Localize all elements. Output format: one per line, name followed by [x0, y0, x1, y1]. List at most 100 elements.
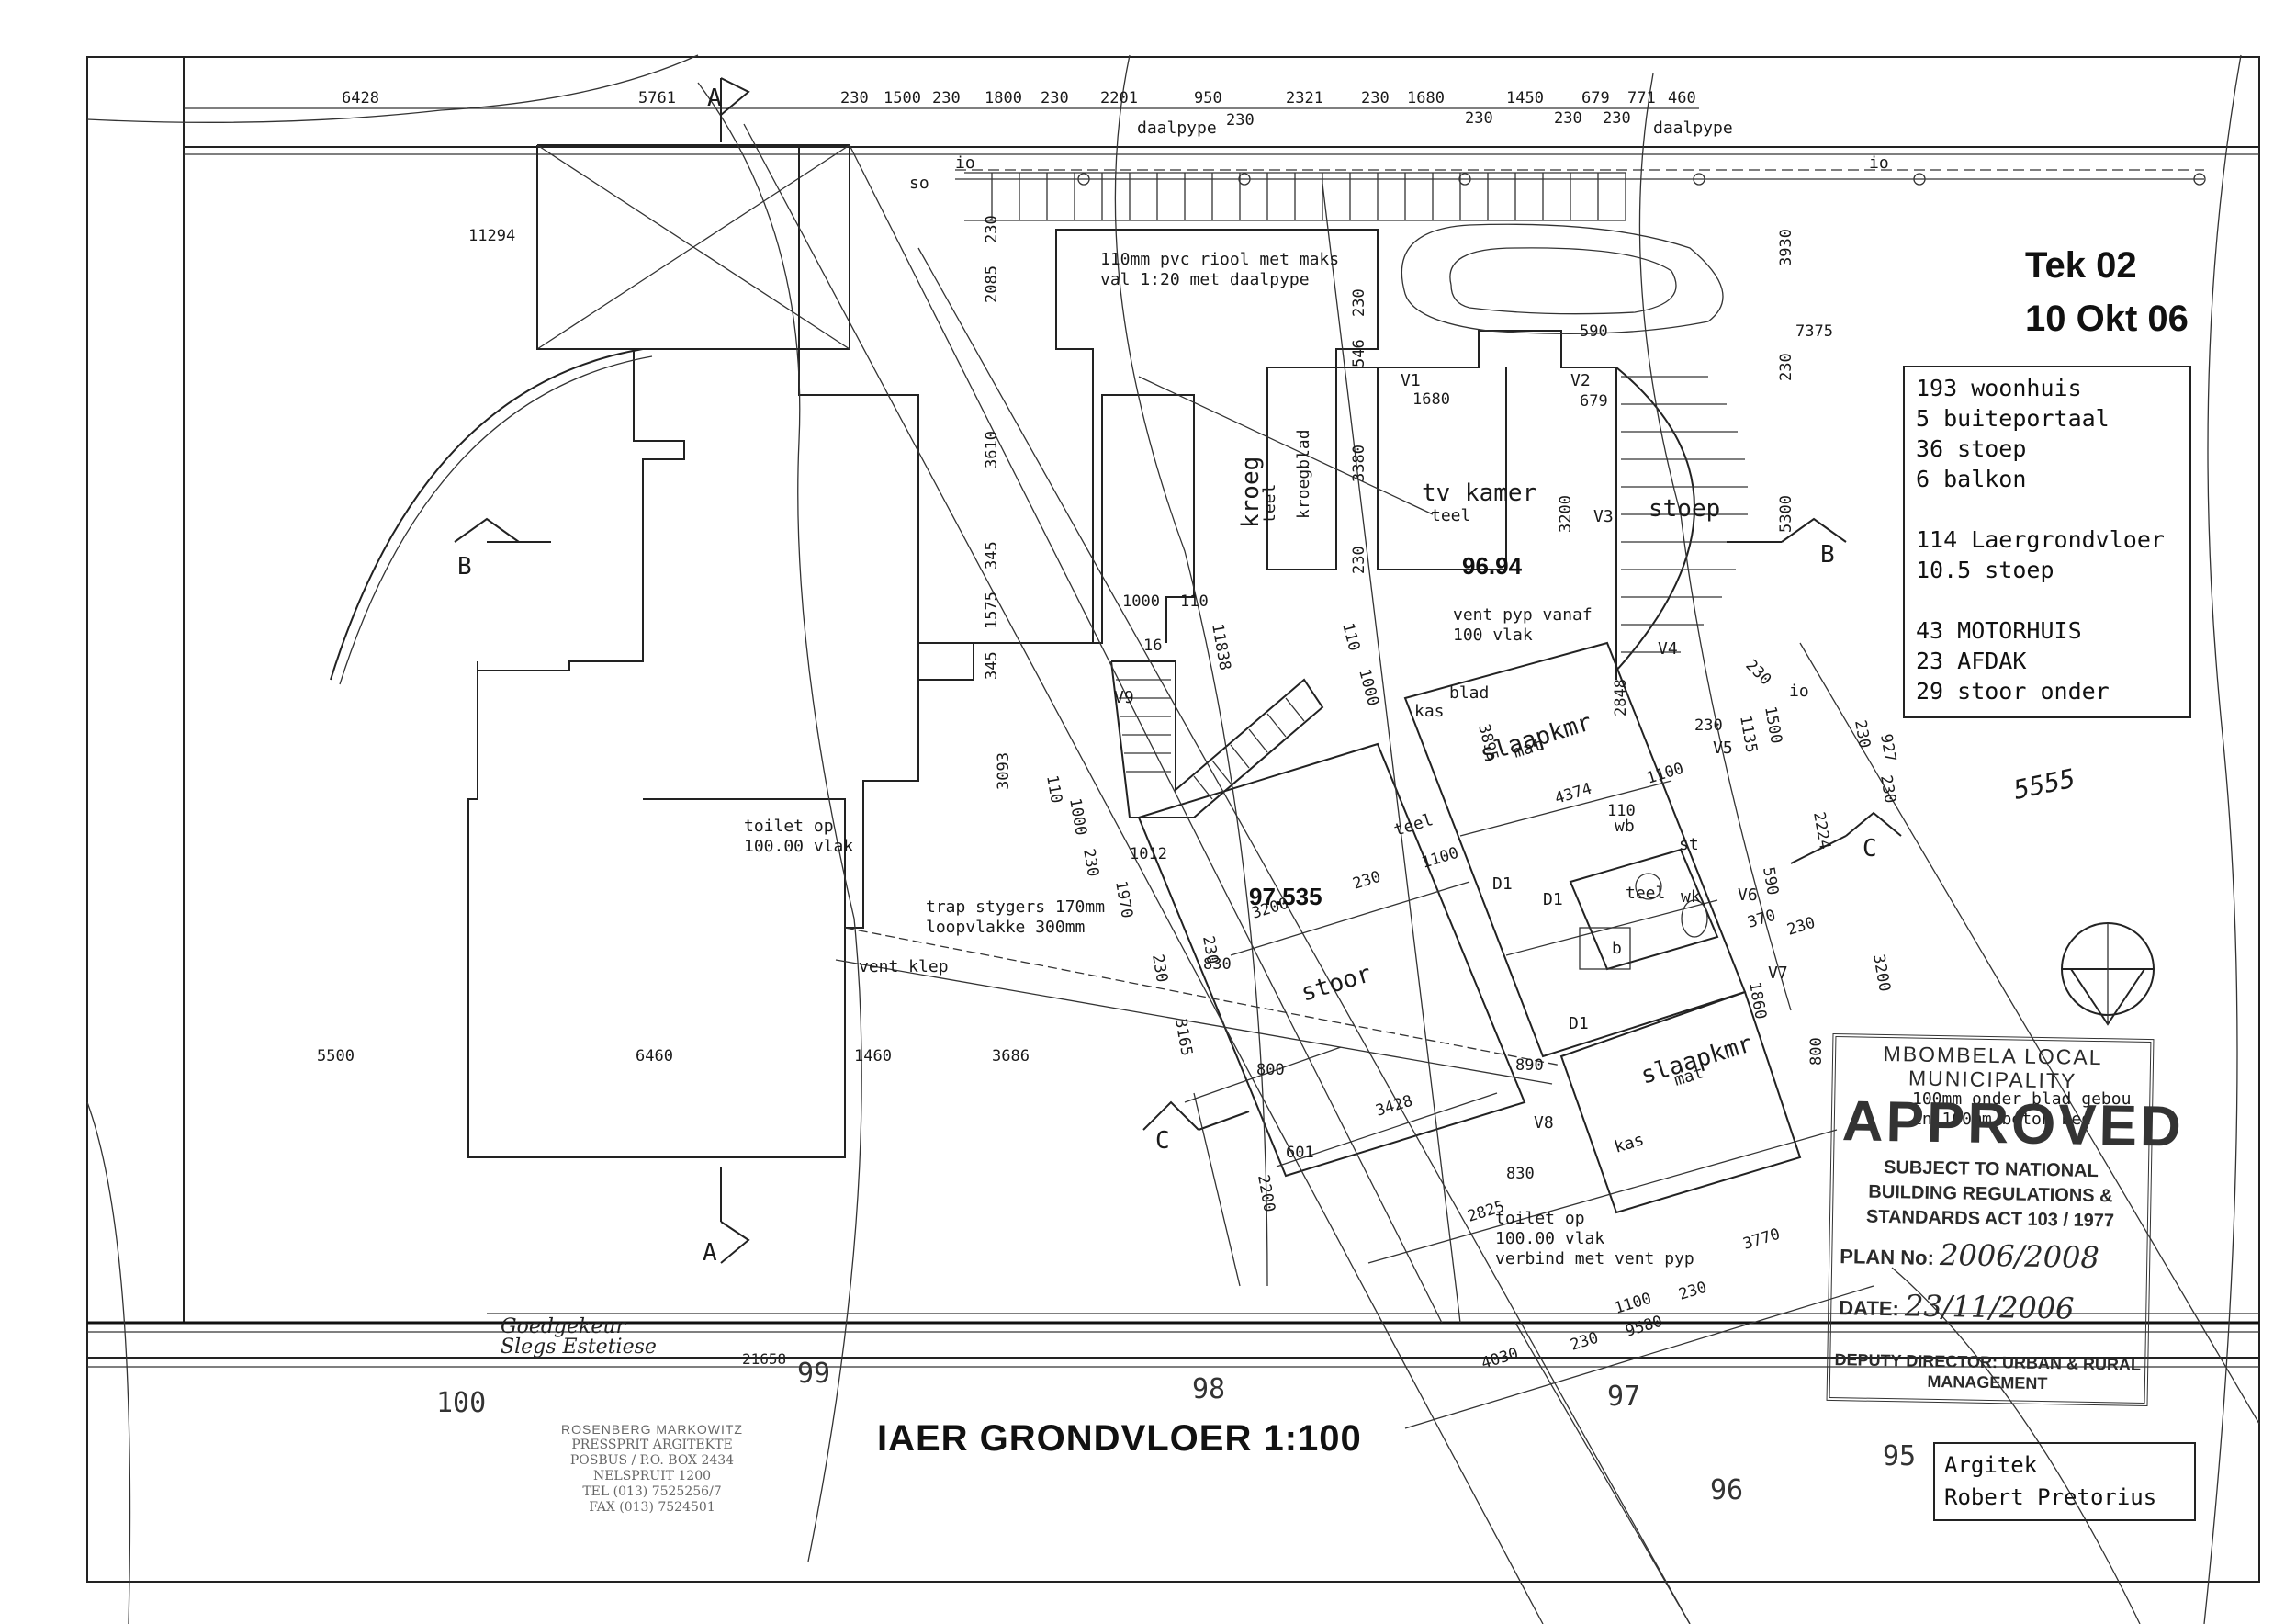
- dim: 9580: [1624, 1313, 1665, 1341]
- stamp-status: APPROVED: [1841, 1089, 2185, 1159]
- top-dimensions: 6428 5761 230 1500 230 1800 230 2201 950…: [342, 89, 1696, 130]
- room-kroeg: kroeg: [1237, 457, 1265, 528]
- dim: 110: [1607, 802, 1636, 820]
- dim-top: 230: [840, 89, 869, 107]
- dim-top: 950: [1194, 89, 1222, 107]
- drawing-title: IAER GRONDVLOER 1:100: [877, 1418, 1362, 1459]
- architect-name: Robert Pretorius: [1944, 1484, 2157, 1510]
- area-line: 29 stoor onder: [1916, 678, 2110, 705]
- dim-top: 230: [1361, 89, 1390, 107]
- valve-label: V6: [1738, 885, 1758, 905]
- reference-number: 21658: [742, 1350, 787, 1368]
- dim: 230: [1148, 953, 1171, 984]
- valve-label: V8: [1534, 1113, 1554, 1133]
- stoep-hatch: [1621, 376, 1748, 653]
- dim: 1970: [1111, 879, 1136, 919]
- dim: 345: [983, 541, 1001, 570]
- dim-top: 230: [1603, 109, 1631, 128]
- dim-top: 1800: [985, 89, 1022, 107]
- drain-points: [1077, 173, 2206, 186]
- door-label: D1: [1543, 890, 1563, 909]
- dim: 3380: [1350, 445, 1368, 482]
- curved-wall: [330, 348, 644, 681]
- section-a-bottom: A: [703, 1239, 717, 1267]
- dim: 2848: [1612, 679, 1630, 716]
- dim: 1012: [1130, 845, 1167, 863]
- stair-treads-top: [964, 172, 1626, 221]
- trap-note: trap stygers 170mm: [926, 897, 1105, 917]
- dim-top: 230: [1041, 89, 1069, 107]
- contour-label: 99: [797, 1358, 830, 1390]
- dim: 1000: [1355, 667, 1382, 708]
- vent-klep-note: vent klep: [859, 957, 949, 976]
- dim: 11294: [468, 227, 515, 245]
- dim: 110: [1180, 592, 1209, 611]
- floor-level-2: 97.535: [1249, 883, 1322, 910]
- area-line: 193 woonhuis: [1916, 375, 2082, 401]
- architect-signature-block: Goedgekeur Slegs Estetiese ROSENBERG MAR…: [501, 1317, 804, 1516]
- dim: 1000: [1065, 796, 1090, 837]
- valve-label: V3: [1593, 507, 1614, 526]
- dim: 1860: [1745, 980, 1770, 1021]
- approval-handwriting: Goedgekeur: [501, 1315, 626, 1338]
- toilet-note-2: toilet op: [1495, 1209, 1585, 1228]
- kroegblad-label: kroegblad: [1294, 429, 1313, 519]
- section-letters: A A B B C C: [457, 85, 1877, 1267]
- area-line: 23 AFDAK: [1916, 648, 2027, 674]
- scribble-note: 5555: [2011, 763, 2078, 806]
- dim: 5500: [317, 1047, 355, 1066]
- dim-top: 2321: [1286, 89, 1323, 107]
- valve-label: V9: [1114, 688, 1134, 707]
- stamp-subject: SUBJECT TO NATIONAL BUILDING REGULATIONS…: [1865, 1156, 2115, 1232]
- dim: 3200: [1869, 953, 1894, 993]
- dim: 800: [1256, 1061, 1285, 1079]
- door-label: D1: [1569, 1014, 1589, 1033]
- b-label: b: [1612, 939, 1622, 958]
- house-outline: [467, 348, 974, 1158]
- dim: 11838: [1208, 622, 1234, 671]
- blad-note: in 100mm beton bed: [1912, 1110, 2091, 1129]
- dim: 230: [1677, 1279, 1709, 1304]
- area-line: 36 stoep: [1916, 435, 2027, 462]
- dim: 7375: [1795, 322, 1833, 341]
- daalpype-note: daalpype: [1653, 118, 1733, 138]
- approval-stamp: MBOMBELA LOCAL MUNICIPALITY APPROVED SUB…: [1826, 1032, 2185, 1407]
- so-label: so: [909, 174, 929, 193]
- area-line: 6 balkon: [1916, 466, 2027, 492]
- section-b-right: B: [1820, 541, 1835, 569]
- dim: 230: [1694, 716, 1723, 735]
- firm-line: POSBUS / P.O. BOX 2434: [569, 1453, 735, 1468]
- blad-label: blad: [1449, 683, 1489, 703]
- dim: 3093: [995, 752, 1013, 790]
- sheet-border: [86, 56, 2260, 1583]
- dim: 230: [1569, 1329, 1601, 1355]
- firm-line: ROSENBERG MARKOWITZ: [561, 1422, 743, 1437]
- north-arrow: [2061, 922, 2155, 1026]
- dim: 1100: [1645, 760, 1686, 788]
- diagonal-contours: [743, 123, 2260, 1624]
- dim: 230: [1741, 656, 1774, 689]
- door-label: D1: [1492, 874, 1513, 894]
- contour-label: 100: [436, 1387, 486, 1419]
- dim: 230: [1350, 288, 1368, 317]
- kas-label: kas: [1414, 702, 1445, 721]
- io-label: io: [955, 153, 975, 173]
- section-c-right: C: [1863, 835, 1877, 863]
- architect-label: Argitek: [1944, 1452, 2038, 1478]
- dim: 1000: [1122, 592, 1160, 611]
- dim: 830: [1203, 955, 1232, 974]
- dim: 1680: [1412, 390, 1450, 409]
- stamp-plan-label: PLAN No:: [1840, 1245, 1935, 1269]
- dim: 3686: [992, 1047, 1030, 1066]
- firm-line: TEL (013) 7525256/7: [582, 1484, 722, 1499]
- dim: 3165: [1171, 1017, 1196, 1057]
- valve-label: V5: [1713, 739, 1733, 758]
- dim: 1460: [854, 1047, 892, 1066]
- tek-number: Tek 02: [2025, 245, 2137, 286]
- area-line: 5 buiteportaal: [1916, 405, 2110, 432]
- dim: 230: [1350, 546, 1368, 574]
- stamp-authority: MBOMBELA LOCAL MUNICIPALITY: [1883, 1041, 2103, 1093]
- st-label: st: [1679, 835, 1699, 854]
- tek-block: Tek 02 10 Okt 06: [2025, 239, 2189, 345]
- kas-label-2: kas: [1612, 1130, 1646, 1157]
